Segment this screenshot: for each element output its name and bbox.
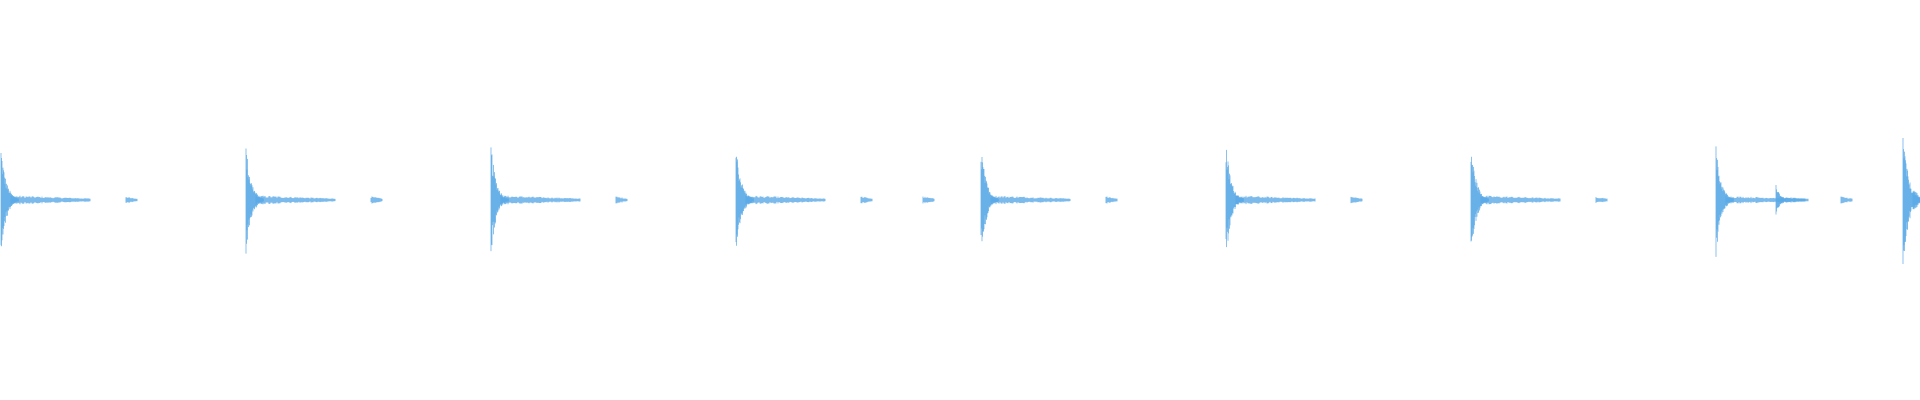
waveform-transient	[1902, 138, 1920, 265]
waveform-ghost-note	[1775, 184, 1809, 215]
waveform-transient	[980, 156, 1071, 242]
waveform-transient	[490, 147, 581, 252]
waveform-transient	[245, 148, 336, 254]
waveform-ghost-note	[615, 196, 628, 204]
waveform-ghost-note	[1350, 196, 1363, 204]
waveform-transient	[1225, 149, 1316, 248]
waveform-transient	[1470, 156, 1561, 242]
waveform-ghost-note	[1595, 197, 1608, 203]
waveform-transient	[0, 152, 91, 247]
waveform-ghost-note	[922, 196, 935, 204]
waveform-ghost-note	[370, 196, 383, 204]
waveform-ghost-note	[1840, 196, 1853, 204]
waveform-ghost-note	[1105, 196, 1118, 204]
waveform-ghost-note	[125, 197, 138, 203]
waveform-ghost-note	[860, 196, 873, 204]
waveform-transient	[735, 156, 826, 246]
